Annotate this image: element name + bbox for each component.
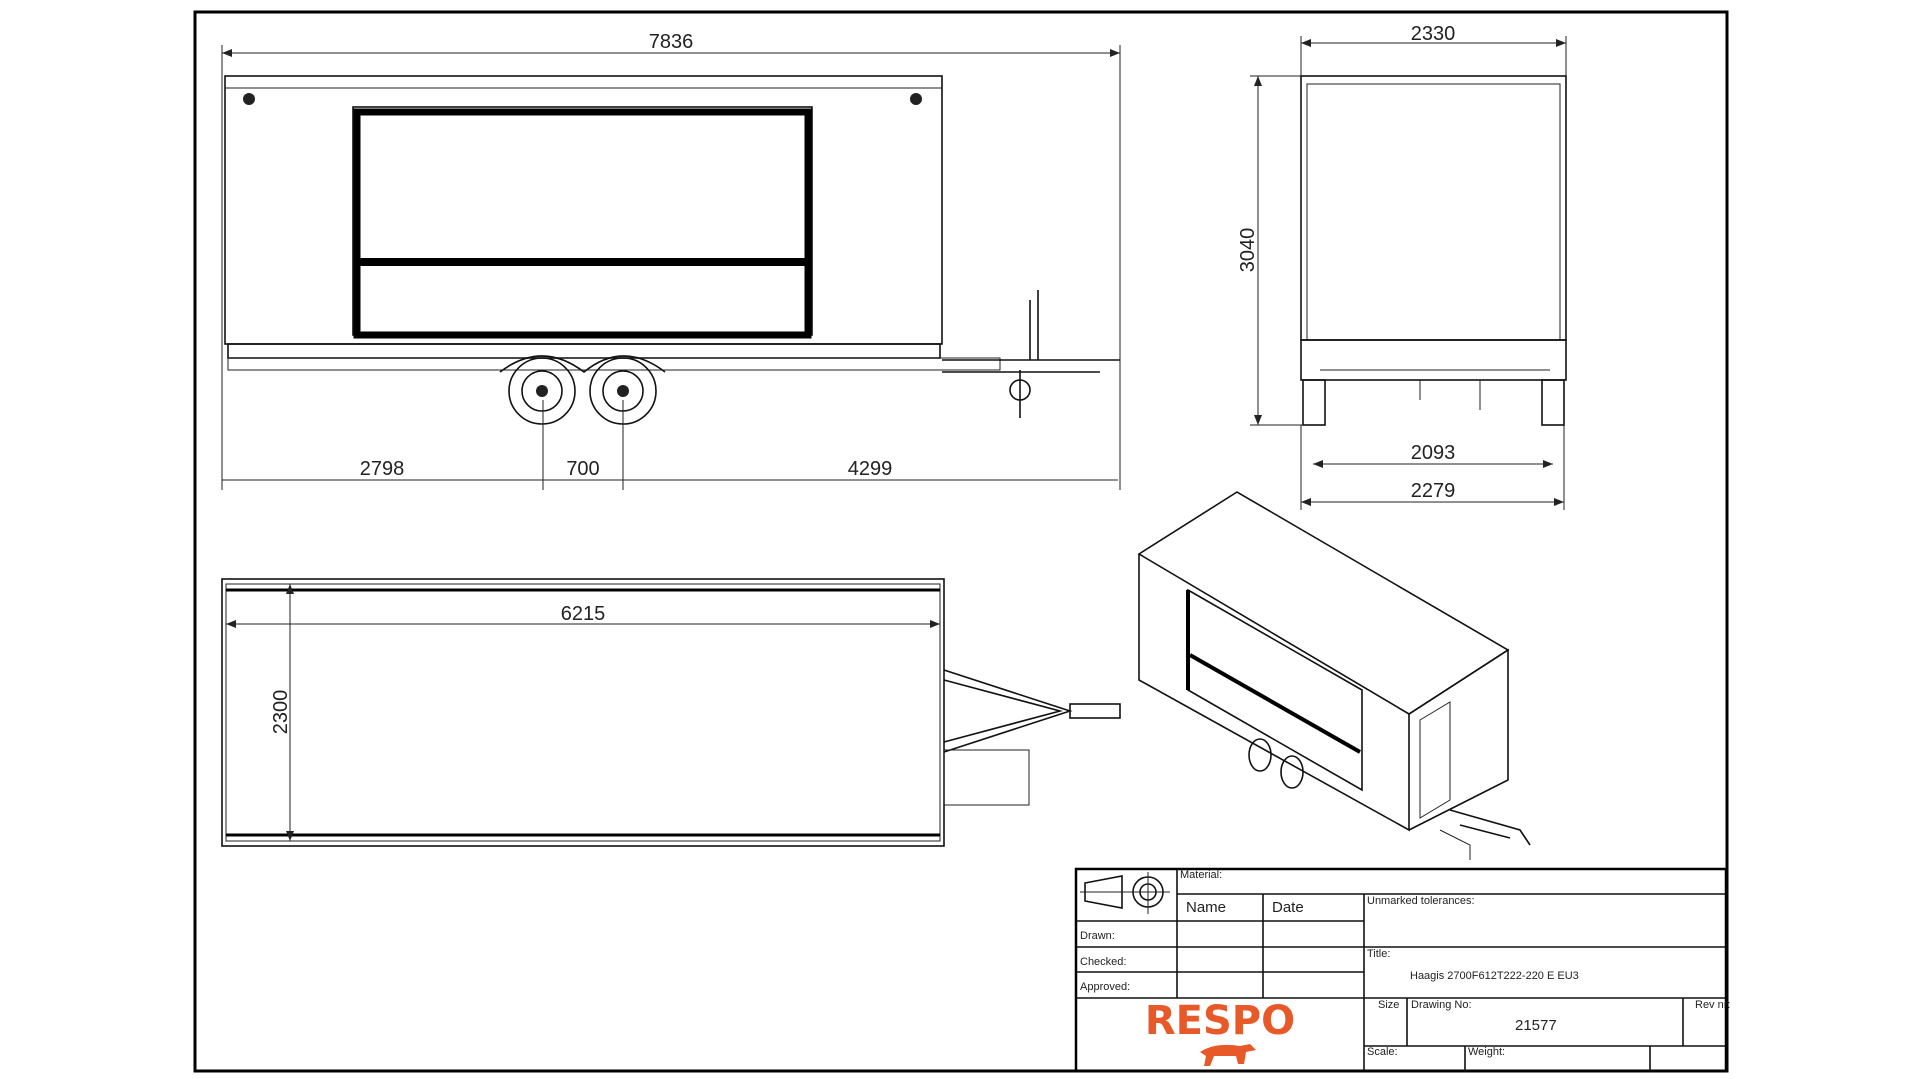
title-block: Material: Name Date Unmarked tolerances:…: [1074, 867, 1730, 1073]
dim-axle-spacing: 700: [566, 458, 599, 480]
scale-label: Scale:: [1367, 1046, 1398, 1058]
dim-track-outer: 2279: [1411, 480, 1456, 502]
chassis: [227, 343, 941, 359]
name-header: Name: [1186, 899, 1226, 916]
drawn-label: Drawn:: [1080, 930, 1115, 942]
dim-top-length: 6215: [561, 603, 606, 625]
front-panel: [1306, 83, 1561, 341]
checked-label: Checked:: [1080, 956, 1126, 968]
front-chassis: [1300, 339, 1567, 381]
marker-light-icon: [243, 93, 255, 105]
title-block-border: [1074, 867, 1728, 1073]
dim-top-width: 2300: [270, 690, 292, 735]
wheel-left: [1302, 379, 1326, 426]
dim-track-inner: 2093: [1411, 442, 1456, 464]
logo-text: RESPO: [1145, 998, 1295, 1044]
drawing-no-value: 21577: [1515, 1017, 1557, 1034]
wheel-front: [508, 357, 576, 425]
iso-window-sill: [1189, 653, 1361, 754]
title-value: Haagis 2700F612T222-220 E EU3: [1410, 970, 1579, 982]
top-view: 6215 2300: [221, 578, 1121, 847]
date-header: Date: [1272, 899, 1304, 916]
wheel-front-rim: [521, 370, 563, 412]
entry-step: [943, 749, 1030, 806]
front-undercarriage: [1320, 369, 1550, 410]
front-view: 2330 3040 2093 2279: [1237, 23, 1567, 510]
chassis-frame: [227, 357, 1001, 371]
iso-roof: [1137, 491, 1510, 715]
rev-label: Rev nr:: [1695, 999, 1730, 1011]
respo-logo: RESPO: [1145, 998, 1295, 1066]
fender: [499, 355, 666, 374]
material-label: Material:: [1180, 869, 1222, 881]
dim-side-length: 7836: [649, 31, 694, 53]
weight-label: Weight:: [1468, 1046, 1505, 1058]
front-body: [1300, 75, 1567, 341]
dim-front-width: 2330: [1411, 23, 1456, 45]
side-view: 7836 2798 700 4299: [221, 31, 1121, 490]
iso-door: [1419, 701, 1451, 819]
iso-window: [1187, 588, 1363, 792]
top-drawbar: [943, 669, 1073, 753]
serving-window: [352, 106, 813, 336]
title-block-grid: [1076, 869, 1726, 1071]
isometric-view: [1137, 491, 1531, 860]
iso-side: [1138, 554, 1410, 832]
title-label: Title:: [1367, 948, 1390, 960]
dim-front-height: 3040: [1237, 228, 1259, 273]
tolerances-label: Unmarked tolerances:: [1367, 895, 1475, 907]
drawing-no-label: Drawing No:: [1411, 999, 1472, 1011]
wheel-front-hub: [536, 385, 548, 397]
drawbar: [942, 290, 1120, 373]
size-label: Size: [1378, 999, 1399, 1011]
approved-label: Approved:: [1080, 981, 1130, 993]
iso-wheel: [1248, 738, 1272, 772]
roof-inner-outline: [225, 583, 941, 842]
iso-step: [1439, 829, 1471, 860]
iso-wheel: [1280, 755, 1304, 789]
projection-symbol-icon: [1080, 872, 1170, 914]
drawing-frame: [193, 10, 1729, 1073]
iso-rear: [1408, 648, 1509, 831]
marker-light-icon: [910, 93, 922, 105]
iso-drawbar: [1449, 809, 1531, 846]
dim-axle-rear: 4299: [848, 458, 893, 480]
wheel-right: [1541, 379, 1565, 426]
side-body: [224, 75, 943, 345]
coupling-head: [1069, 703, 1121, 719]
roof-outline: [221, 578, 945, 847]
bull-icon: [1200, 1044, 1256, 1066]
window-frame: [353, 108, 812, 339]
dim-axle-front: 2798: [360, 458, 405, 480]
wheel-rear-hub: [617, 385, 629, 397]
